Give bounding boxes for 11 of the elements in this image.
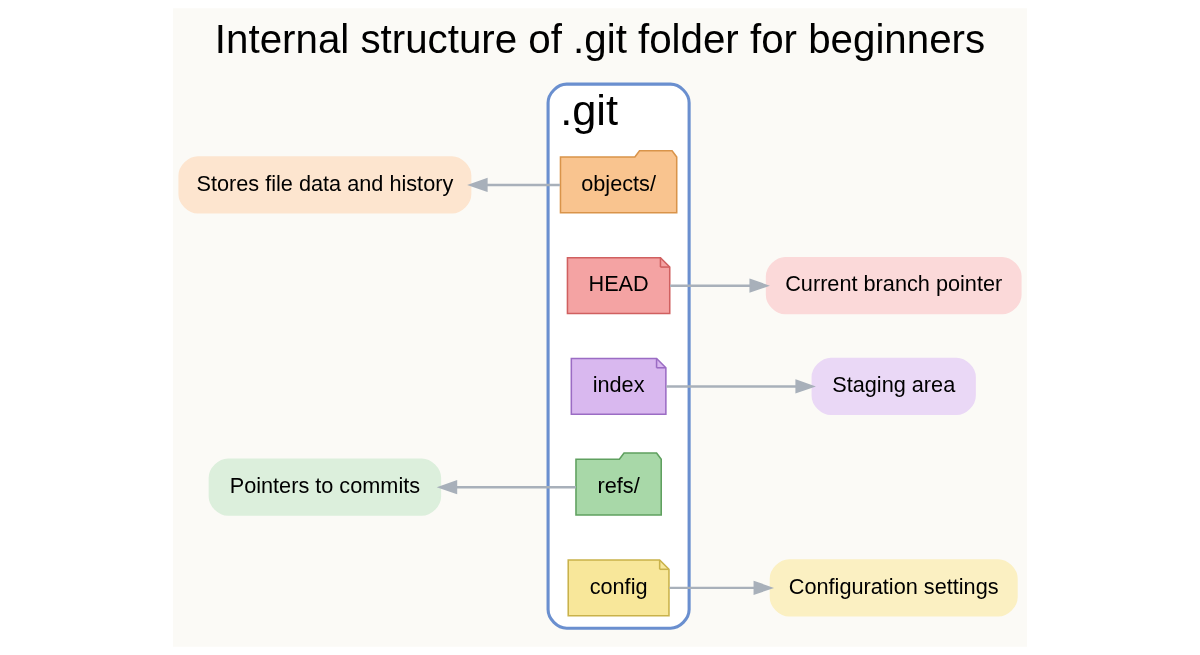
node-box: Current branch pointer — [765, 256, 1022, 315]
diagram-title: Internal structure of .git folder for beginners — [214, 16, 986, 62]
arrow — [467, 177, 560, 193]
node-box: Pointers to commits — [208, 458, 442, 516]
arrow — [669, 580, 775, 596]
node-box: Configuration settings — [769, 559, 1018, 617]
node-box: Stores file data and history — [178, 156, 472, 214]
arrow — [436, 479, 576, 495]
node-box: Staging area — [811, 357, 976, 416]
arrow — [670, 278, 770, 293]
arrow — [666, 379, 816, 394]
